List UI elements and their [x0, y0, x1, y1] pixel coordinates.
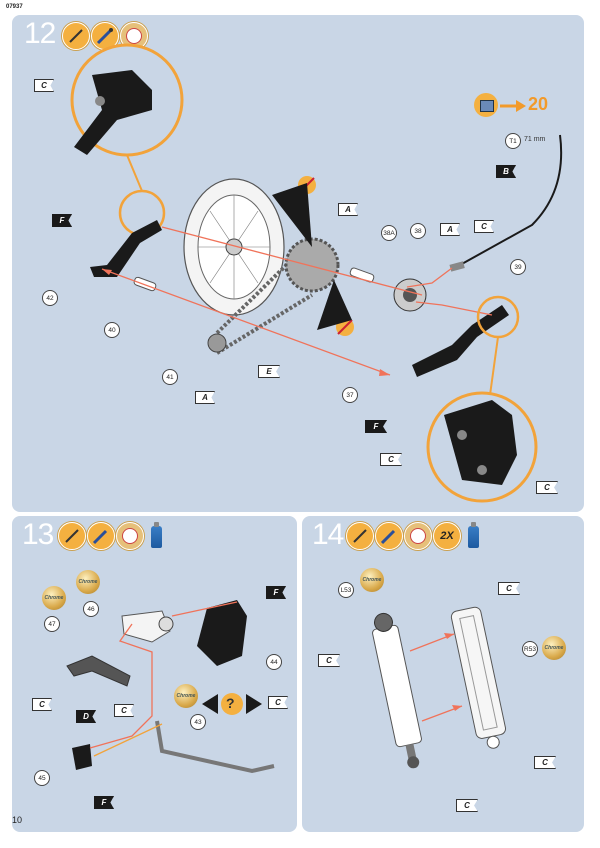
knife-icon [58, 522, 86, 550]
callout-43: 43 [190, 714, 206, 730]
step-13-number: 13 [22, 518, 54, 551]
step-14-panel: 14 2X Chrome Chrome L53 R53 C C C C [302, 516, 584, 832]
glue-icon [468, 522, 479, 548]
callout-R53: R53 [522, 641, 538, 657]
multiplier-badge: 2X [433, 522, 461, 550]
step-12-panel: 12 20 T1 71 mm [12, 15, 584, 512]
paint-flag-f: F [266, 586, 286, 599]
callout-44: 44 [266, 654, 282, 670]
callout-42: 42 [42, 290, 58, 306]
callout-47: 47 [44, 616, 60, 632]
step-14-illustration [372, 606, 507, 769]
step-12-number: 12 [24, 17, 56, 50]
callout-46: 46 [83, 601, 99, 617]
paint-flag-a: A [338, 203, 358, 216]
chrome-badge: Chrome [174, 684, 198, 708]
clock-icon [116, 522, 144, 550]
step-13-panel: 13 Chrome Chrome Chrome ? 46 47 44 43 45… [12, 516, 297, 832]
callout-39: 39 [510, 259, 526, 275]
paint-flag-c: C [380, 453, 402, 466]
thread-length: 71 mm [524, 136, 546, 143]
question-mark: ? [226, 695, 235, 711]
step-14-number: 14 [312, 518, 344, 551]
paint-flag-c: C [534, 756, 556, 769]
paint-flag-a: A [440, 223, 460, 236]
paint-flag-c: C [32, 698, 52, 711]
callout-41: 41 [162, 369, 178, 385]
chrome-badge: Chrome [542, 636, 566, 660]
callout-45: 45 [34, 770, 50, 786]
glue-icon [151, 522, 162, 548]
box-icon [474, 93, 498, 117]
reference-step-number: 20 [528, 94, 549, 114]
callout-L53: L53 [338, 582, 354, 598]
document-code: 07937 [6, 4, 23, 10]
knife-icon [62, 22, 90, 50]
paint-flag-f: F [52, 214, 72, 227]
knife-icon [346, 522, 374, 550]
thread-callout: T1 [505, 133, 521, 149]
chrome-badge: Chrome [76, 570, 100, 594]
step-12-illustration [70, 43, 563, 503]
callout-40: 40 [104, 322, 120, 338]
callout-37: 37 [342, 387, 358, 403]
callout-38A: 38A [381, 225, 397, 241]
step-13-illustration [66, 600, 275, 774]
callout-38: 38 [410, 223, 426, 239]
chrome-badge: Chrome [360, 568, 384, 592]
paint-brush-icon [375, 522, 403, 550]
page-number: 10 [12, 815, 23, 825]
clock-icon [404, 522, 432, 550]
chrome-badge: Chrome [42, 586, 66, 610]
paint-brush-icon [87, 522, 115, 550]
